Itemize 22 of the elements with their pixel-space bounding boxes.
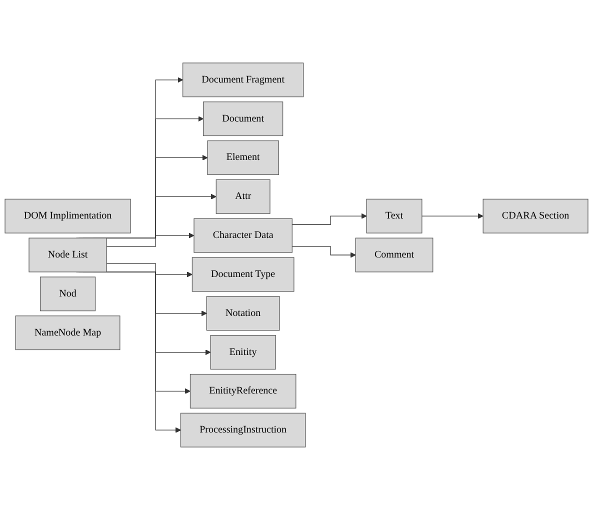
node-box: CDARA Section bbox=[482, 198, 588, 234]
node-box: Node List bbox=[28, 238, 107, 272]
node-box: DOM Implimentation bbox=[4, 198, 131, 234]
node-box: Notation bbox=[206, 296, 280, 331]
node-box: Document Type bbox=[192, 257, 294, 292]
node-box: Element bbox=[207, 140, 279, 175]
arrow bbox=[292, 213, 367, 225]
arrow bbox=[422, 213, 484, 219]
node-box: Text bbox=[366, 198, 422, 234]
node-box: NameNode Map bbox=[15, 316, 120, 350]
node-box: Enitity bbox=[210, 335, 276, 370]
arrow bbox=[106, 232, 194, 247]
node-box: EnitityReference bbox=[190, 374, 296, 408]
node-box: Document Fragment bbox=[182, 62, 304, 98]
arrow bbox=[106, 263, 192, 278]
node-box: Document bbox=[203, 102, 284, 136]
node-box: ProcessingInstruction bbox=[180, 412, 306, 448]
arrow bbox=[292, 246, 356, 258]
node-box: Attr bbox=[216, 179, 270, 214]
node-box: Comment bbox=[355, 238, 434, 272]
node-box: Nod bbox=[40, 276, 96, 312]
node-box: Character Data bbox=[194, 218, 292, 253]
